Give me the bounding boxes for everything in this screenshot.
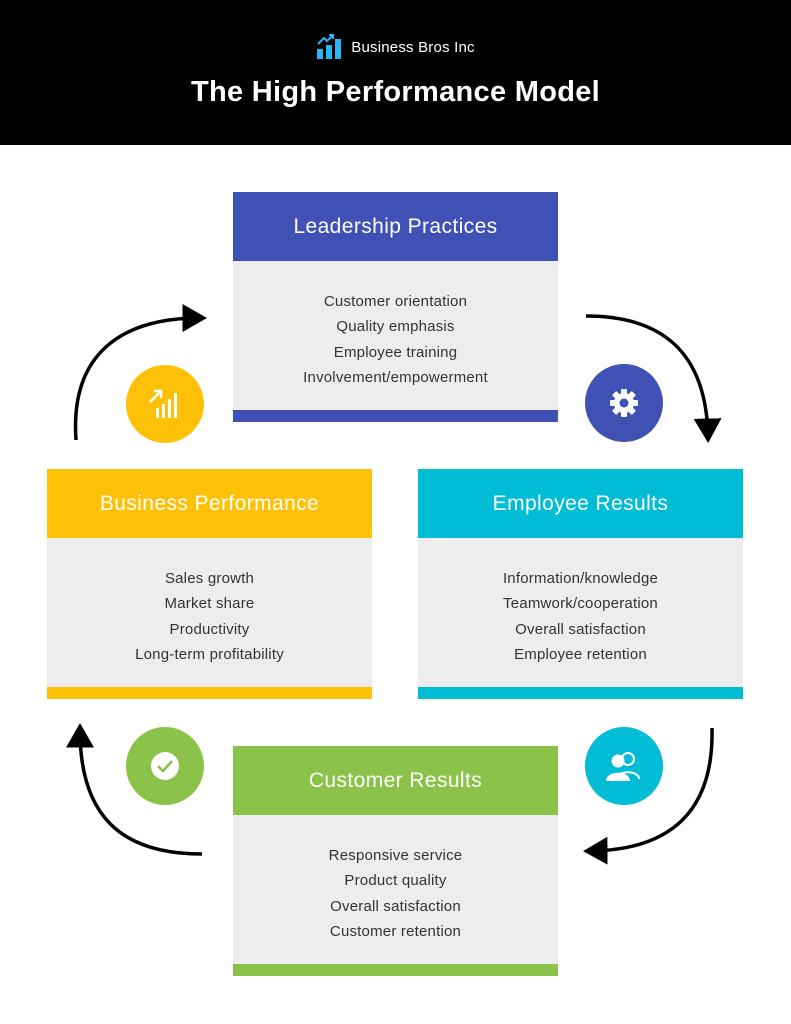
card-item: Sales growth	[164, 570, 255, 587]
brand: Business Bros Inc	[0, 34, 791, 60]
growth-chart-icon	[149, 389, 177, 418]
leadership-practices-card: Leadership Practices Customer orientatio…	[233, 192, 558, 422]
card-header: Employee Results	[418, 469, 743, 538]
users-icon	[606, 752, 640, 781]
card-header: Customer Results	[233, 746, 558, 815]
card-item: Responsive service	[328, 847, 463, 864]
card-title: Customer Results	[308, 768, 483, 792]
check-circle	[126, 727, 204, 805]
card-body: Responsive service Product quality Overa…	[233, 815, 558, 944]
card-header: Business Performance	[47, 469, 372, 538]
card-item: Productivity	[169, 620, 250, 638]
arrow-customer-to-business	[66, 723, 203, 856]
card-item: Quality emphasis	[336, 318, 455, 336]
users-circle	[585, 727, 663, 805]
card-title: Employee Results	[492, 491, 669, 515]
card-body: Sales growth Market share Productivity L…	[47, 538, 372, 667]
growth-chart-circle	[126, 365, 204, 443]
gear-circle	[585, 364, 663, 442]
card-item: Employee training	[333, 343, 458, 361]
card-item: Customer orientation	[323, 293, 468, 310]
card-footer-bar	[233, 964, 558, 976]
page-title: The High Performance Model	[190, 76, 601, 108]
card-item: Market share	[164, 595, 255, 613]
customer-results-card: Customer Results Responsive service Prod…	[233, 746, 558, 976]
card-item: Customer retention	[329, 922, 462, 940]
card-header: Leadership Practices	[233, 192, 558, 261]
card-item: Information/knowledge	[502, 570, 659, 587]
card-body: Information/knowledge Teamwork/cooperati…	[418, 538, 743, 667]
card-item: Employee retention	[514, 645, 647, 663]
card-item: Overall satisfaction	[330, 897, 461, 915]
card-title: Business Performance	[99, 491, 320, 515]
bar-chart-logo-icon	[317, 34, 342, 59]
card-item: Long-term profitability	[135, 645, 284, 663]
card-item: Involvement/empowerment	[303, 368, 488, 386]
card-title: Leadership Practices	[293, 214, 498, 238]
check-icon	[151, 752, 179, 780]
arrow-leadership-to-employee	[585, 314, 722, 443]
card-item: Overall satisfaction	[515, 620, 646, 638]
card-item: Teamwork/cooperation	[503, 595, 658, 613]
card-footer-bar	[47, 687, 372, 699]
gear-icon	[610, 389, 638, 417]
employee-results-card: Employee Results Information/knowledge T…	[418, 469, 743, 699]
brand-name: Business Bros Inc	[351, 38, 475, 56]
card-footer-bar	[233, 410, 558, 422]
arrow-business-to-leadership	[73, 304, 207, 441]
header: Business Bros Inc The High Performance M…	[0, 0, 791, 145]
card-body: Customer orientation Quality emphasis Em…	[233, 261, 558, 390]
arrow-employee-to-customer	[583, 727, 714, 865]
card-item: Product quality	[344, 872, 447, 890]
business-performance-card: Business Performance Sales growth Market…	[47, 469, 372, 699]
card-footer-bar	[418, 687, 743, 699]
